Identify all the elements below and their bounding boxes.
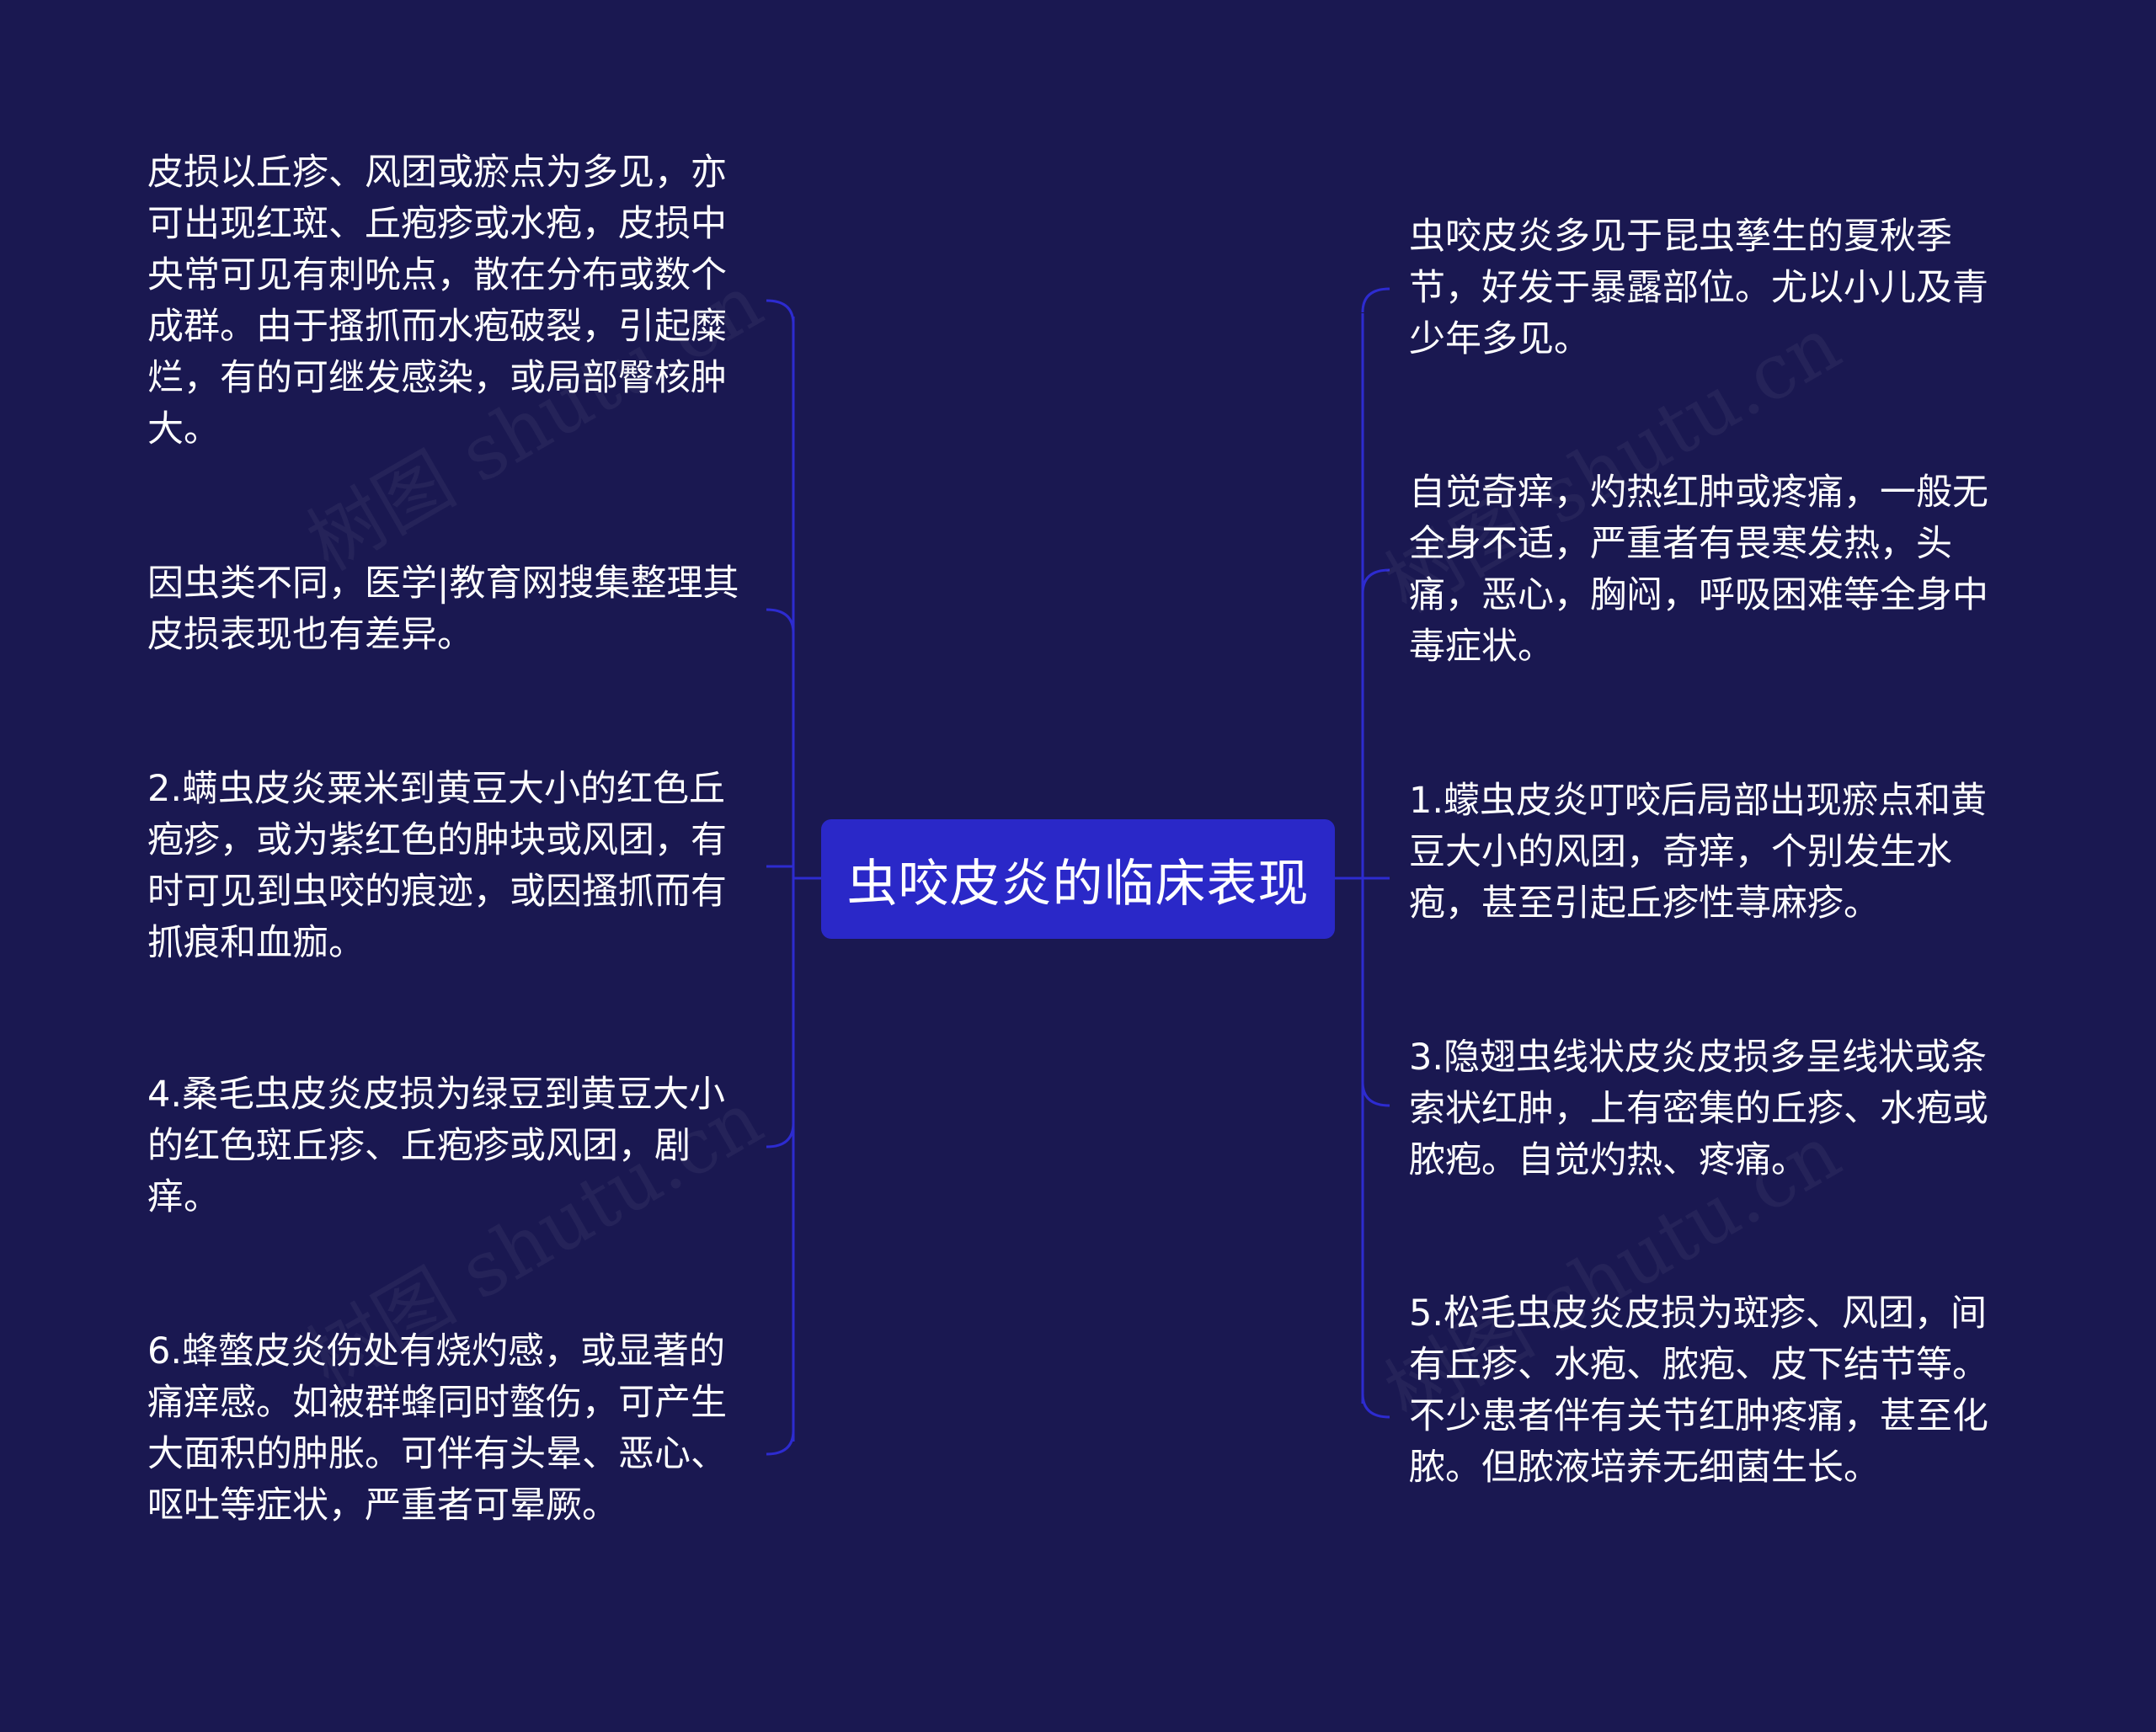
topic-node-left-4[interactable]: 4.桑毛虫皮炎皮损为绿豆到黄豆大小的红色斑丘疹、丘疱疹或风团，剧痒。 bbox=[147, 1069, 741, 1223]
left-connector-5 bbox=[766, 1430, 795, 1456]
topic-node-right-4[interactable]: 3.隐翅虫线状皮炎皮损多呈线状或条索状红肿，上有密集的丘疹、水疱或脓疱。自觉灼热… bbox=[1409, 1032, 2003, 1186]
topic-node-right-2[interactable]: 自觉奇痒，灼热红肿或疼痛，一般无全身不适，严重者有畏寒发热，头痛，恶心，胸闷，呼… bbox=[1409, 467, 2003, 673]
topic-node-text: 虫咬皮炎多见于昆虫孳生的夏秋季节，好发于暴露部位。尤以小儿及青少年多见。 bbox=[1409, 216, 1988, 360]
right-connector-1 bbox=[1361, 287, 1390, 313]
topic-node-right-3[interactable]: 1.蠓虫皮炎叮咬后局部出现瘀点和黄豆大小的风团，奇痒，个别发生水疱，甚至引起丘疹… bbox=[1409, 775, 2003, 930]
topic-node-left-5[interactable]: 6.蜂螫皮炎伤处有烧灼感，或显著的痛痒感。如被群蜂同时螫伤，可产生大面积的肿胀。… bbox=[147, 1326, 741, 1532]
left-connector-4 bbox=[766, 1122, 795, 1148]
topic-node-left-2[interactable]: 因虫类不同，医学|教育网搜集整理其皮损表现也有差异。 bbox=[147, 558, 741, 661]
topic-node-left-1[interactable]: 皮损以丘疹、风团或瘀点为多见，亦可出现红斑、丘疱疹或水疱，皮损中央常可见有刺吮点… bbox=[147, 147, 741, 456]
topic-node-text: 6.蜂螫皮炎伤处有烧灼感，或显著的痛痒感。如被群蜂同时螫伤，可产生大面积的肿胀。… bbox=[147, 1330, 727, 1527]
topic-node-text: 3.隐翅虫线状皮炎皮损多呈线状或条索状红肿，上有密集的丘疹、水疱或脓疱。自觉灼热… bbox=[1409, 1037, 1988, 1181]
central-topic-label: 虫咬皮炎的临床表现 bbox=[846, 854, 1310, 914]
topic-node-text: 2.螨虫皮炎粟米到黄豆大小的红色丘疱疹，或为紫红色的肿块或风团，有时可见到虫咬的… bbox=[147, 768, 727, 964]
left-connector-1 bbox=[766, 299, 795, 325]
left-connector-2 bbox=[766, 608, 795, 634]
topic-node-text: 5.松毛虫皮炎皮损为斑疹、风团，间有丘疹、水疱、脓疱、皮下结节等。不少患者伴有关… bbox=[1409, 1292, 1988, 1489]
topic-node-left-3[interactable]: 2.螨虫皮炎粟米到黄豆大小的红色丘疱疹，或为紫红色的肿块或风团，有时可见到虫咬的… bbox=[147, 764, 741, 969]
topic-node-text: 自觉奇痒，灼热红肿或疼痛，一般无全身不适，严重者有畏寒发热，头痛，恶心，胸闷，呼… bbox=[1409, 472, 1988, 668]
topic-node-right-1[interactable]: 虫咬皮炎多见于昆虫孳生的夏秋季节，好发于暴露部位。尤以小儿及青少年多见。 bbox=[1409, 211, 2003, 365]
central-topic[interactable]: 虫咬皮炎的临床表现 bbox=[821, 819, 1335, 939]
topic-node-text: 1.蠓虫皮炎叮咬后局部出现瘀点和黄豆大小的风团，奇痒，个别发生水疱，甚至引起丘疹… bbox=[1409, 780, 1988, 925]
right-connector-2 bbox=[1361, 568, 1390, 594]
right-connector-4 bbox=[1361, 1081, 1390, 1107]
topic-node-text: 因虫类不同，医学|教育网搜集整理其皮损表现也有差异。 bbox=[147, 562, 739, 656]
topic-node-text: 皮损以丘疹、风团或瘀点为多见，亦可出现红斑、丘疱疹或水疱，皮损中央常可见有刺吮点… bbox=[147, 152, 727, 450]
topic-node-right-5[interactable]: 5.松毛虫皮炎皮损为斑疹、风团，间有丘疹、水疱、脓疱、皮下结节等。不少患者伴有关… bbox=[1409, 1288, 2003, 1494]
right-connector-5 bbox=[1361, 1393, 1390, 1419]
topic-node-text: 4.桑毛虫皮炎皮损为绿豆到黄豆大小的红色斑丘疹、丘疱疹或风团，剧痒。 bbox=[147, 1074, 726, 1218]
